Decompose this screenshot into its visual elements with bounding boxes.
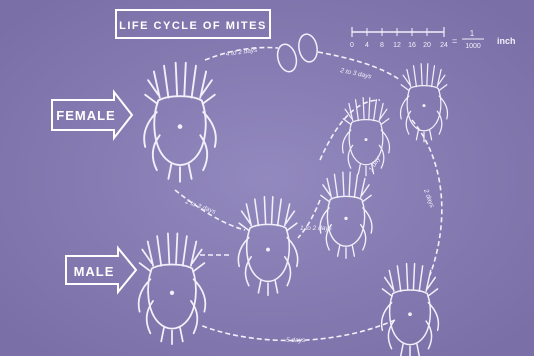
scale-tick-6: 24: [440, 42, 448, 49]
scale-tick-4: 16: [408, 42, 416, 49]
male-label: MALE: [74, 264, 115, 279]
diagram-title: LIFE CYCLE OF MITES: [119, 20, 267, 32]
scale-tick-2: 8: [380, 42, 384, 49]
female-label: FEMALE: [56, 108, 115, 123]
duration-center-to-nymph: 1 to 2 days: [300, 225, 333, 232]
scale-equals: =: [452, 36, 457, 46]
scale-fraction-denominator: 1000: [465, 43, 481, 50]
scale-tick-5: 20: [423, 42, 431, 49]
scale-tick-1: 4: [365, 42, 369, 49]
scale-tick-0: 0: [350, 42, 354, 49]
scale-fraction-numerator: 1: [470, 29, 475, 38]
scale-unit: inch: [497, 36, 516, 46]
scale-tick-3: 12: [393, 42, 401, 49]
duration-deutonymph-to-adult: 5 days: [286, 337, 306, 344]
